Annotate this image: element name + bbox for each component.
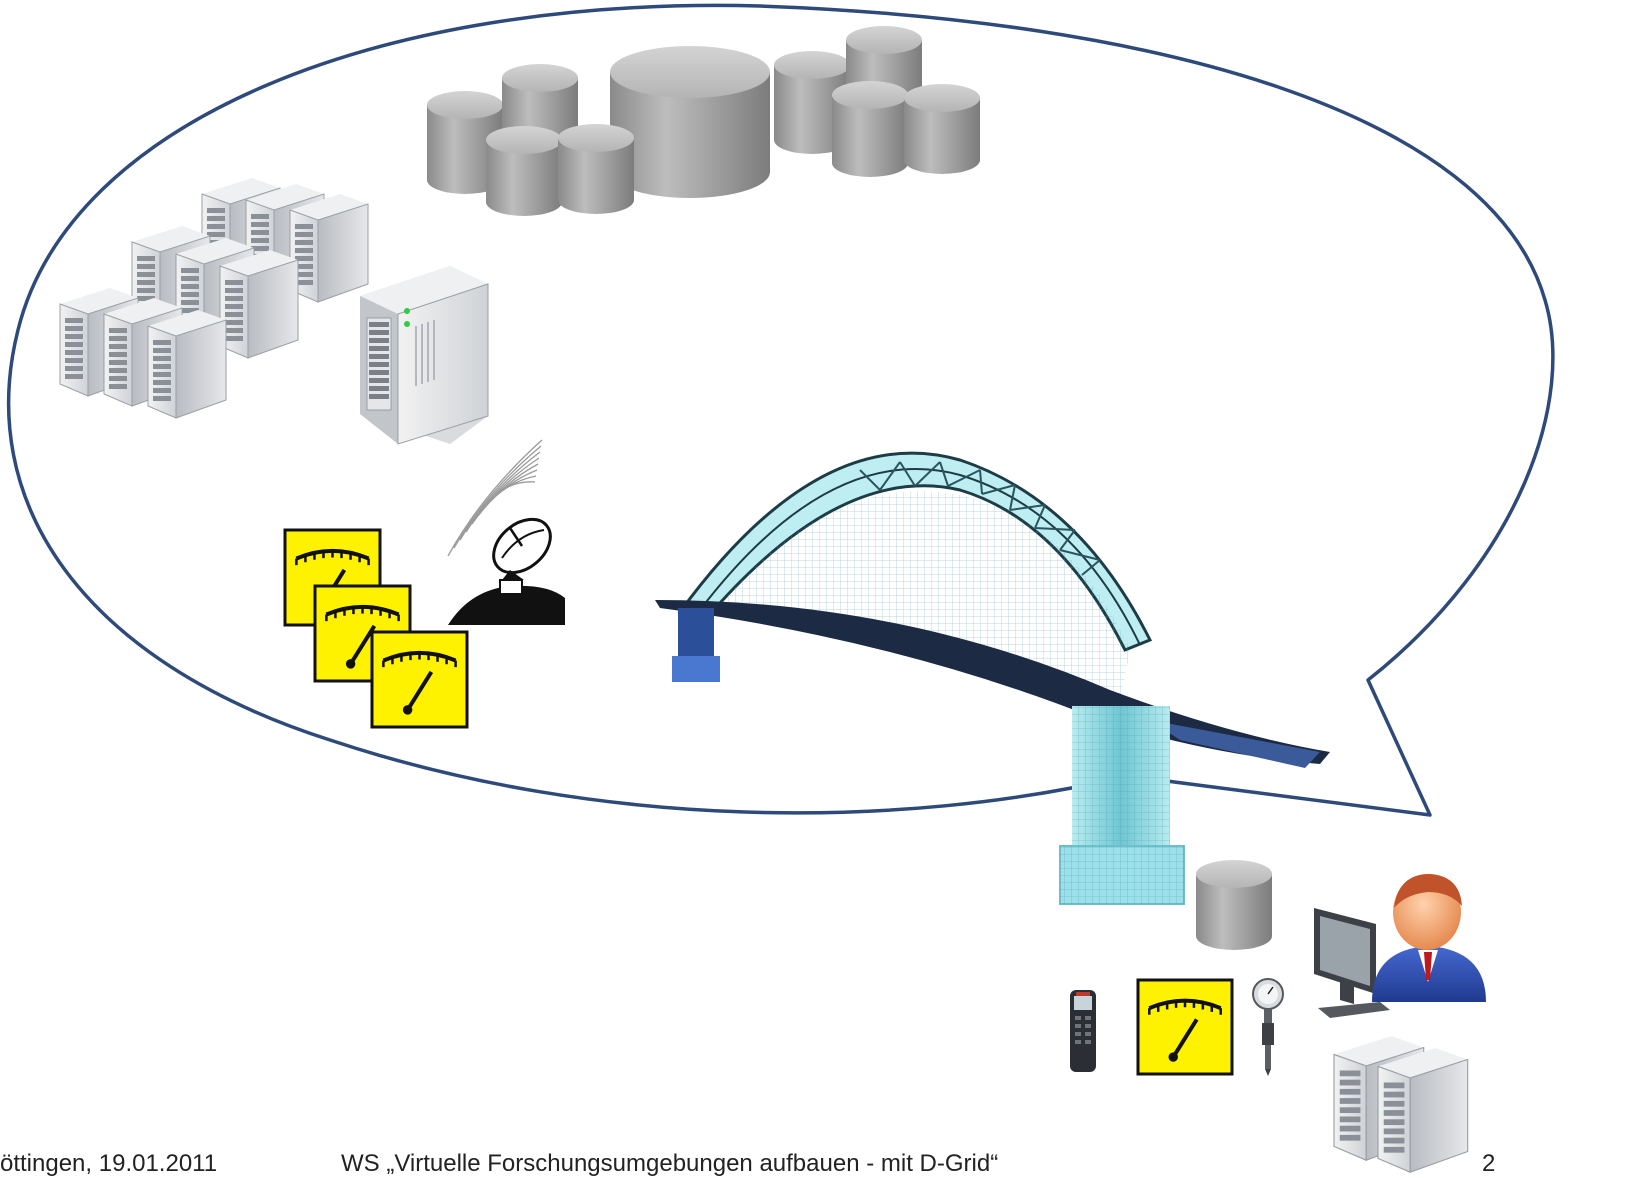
database-cylinder-icon [832, 81, 908, 177]
server-tower-icon [289, 194, 369, 303]
database-cylinder-icon [610, 46, 770, 198]
handheld-sensor-icon [1070, 990, 1096, 1072]
server-tower-icon [1377, 1048, 1469, 1174]
footer-page-number: 2 [1482, 1150, 1496, 1177]
storage-cluster [427, 26, 980, 216]
database-cylinder-icon [558, 124, 634, 214]
database-cylinder-icon [486, 126, 562, 216]
server-tower-icon [219, 250, 299, 359]
speech-bubble-outline [6, 3, 1555, 817]
satellite-dish-icon [447, 439, 565, 625]
user-at-workstation-icon [1314, 874, 1486, 1018]
meter-gauge-icon [1136, 978, 1234, 1076]
database-cylinder-icon [1196, 860, 1272, 950]
database-cylinder-icon [774, 51, 850, 154]
server-tower-icon [147, 310, 227, 419]
server-tower-icon [360, 266, 489, 445]
pressure-gauge-icon [1252, 978, 1284, 1076]
meter-gauge-icon [1136, 978, 1234, 1076]
footer-workshop-title: WS „Virtuelle Forschungsumgebungen aufba… [341, 1150, 999, 1177]
footer-location-date: öttingen, 19.01.2011 [0, 1150, 218, 1177]
database-cylinder-icon [904, 84, 980, 174]
server-cluster [59, 178, 369, 419]
meter-stack [283, 528, 469, 729]
meter-gauge-icon [370, 630, 469, 729]
arch-bridge-icon [655, 451, 1330, 905]
server-pair [1333, 1036, 1469, 1174]
database-cylinder-icon [427, 91, 503, 194]
